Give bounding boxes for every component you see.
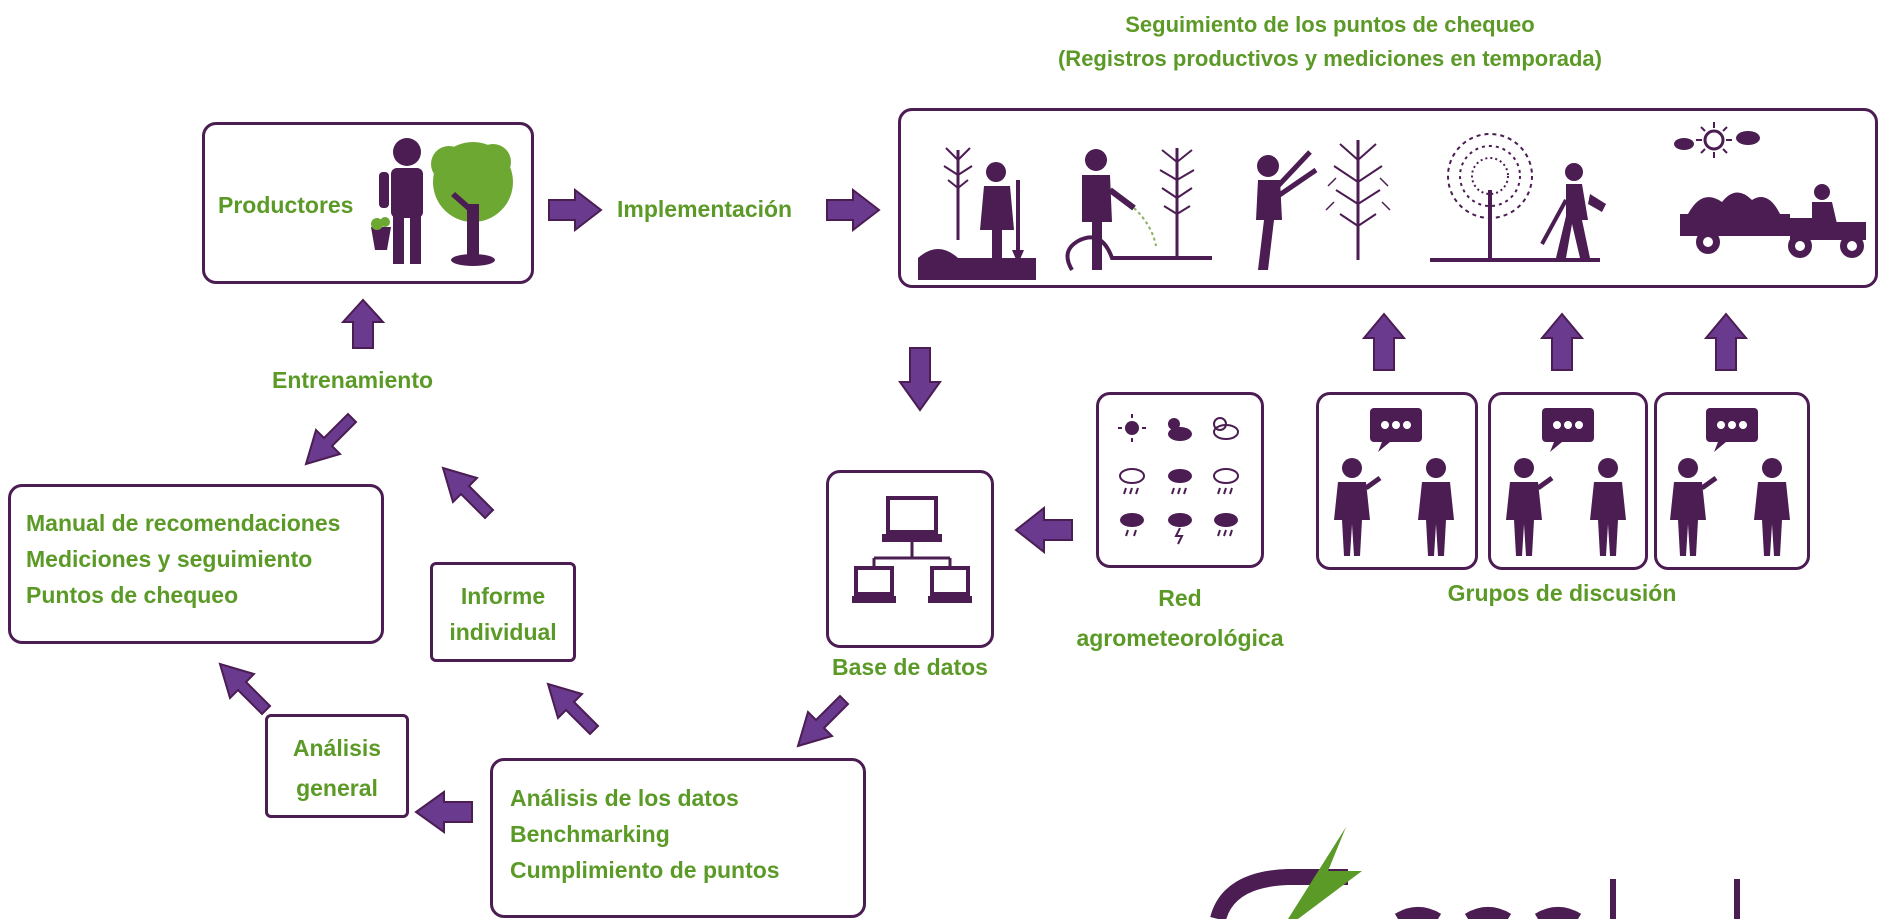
- pruning-icon: [1256, 140, 1391, 270]
- manual-line-3: Puntos de chequeo: [26, 582, 239, 608]
- arrow-down-to-base: [898, 347, 942, 412]
- planting-icon: [918, 147, 1036, 280]
- harvest-tractor-icon: [1674, 122, 1866, 258]
- productores-label: Productores: [218, 192, 354, 218]
- arrow-up-group-3: [1704, 312, 1748, 371]
- analisis-datos-line-1: Análisis de los datos: [510, 785, 739, 811]
- top-caption: Seguimiento de los puntos de chequeo (Re…: [1000, 8, 1660, 76]
- arrow-base-to-analisis: [796, 694, 850, 748]
- arrow-up-group-1: [1362, 312, 1406, 371]
- weather-icons: [1118, 414, 1239, 545]
- informe-label: Informe individual: [432, 578, 574, 650]
- grupos-label: Grupos de discusión: [1447, 580, 1677, 606]
- red-line1: Red: [1158, 585, 1202, 611]
- red-line2: agrometeorológica: [1076, 625, 1284, 651]
- manual-line-2: Mediciones y seguimiento: [26, 546, 313, 572]
- irrigation-icon: [1065, 148, 1212, 272]
- analisis-general-label: Análisis general: [267, 728, 407, 808]
- farmer-tree-icon: [371, 138, 513, 266]
- analisis-datos-line-2: Benchmarking: [510, 821, 670, 847]
- analisis-datos-box: [490, 758, 866, 918]
- analisis-general-line2: general: [296, 775, 378, 801]
- analisis-general-box: [265, 714, 409, 818]
- arrow-to-seguimiento: [826, 188, 881, 232]
- arrow-datos-to-informe: [546, 682, 600, 736]
- manual-text: Manual de recomendaciones Mediciones y s…: [26, 505, 340, 613]
- informe-line2: individual: [449, 619, 557, 645]
- discussion-group-icon: [1334, 408, 1454, 556]
- top-caption-line2: (Registros productivos y mediciones en t…: [1057, 46, 1602, 71]
- arrow-up-to-productores: [341, 298, 385, 349]
- manual-line-1: Manual de recomendaciones: [26, 510, 341, 536]
- entrenamiento-label: Entrenamiento: [272, 367, 434, 393]
- discussion-group-icon: [1506, 408, 1626, 556]
- arrow-red-to-base: [1014, 506, 1073, 554]
- logo-fragment: [1210, 827, 1740, 919]
- base-datos-label: Base de datos: [832, 654, 988, 680]
- manual-box: [8, 484, 384, 644]
- analisis-datos-text: Análisis de los datos Benchmarking Cumpl…: [510, 780, 780, 888]
- informe-line1: Informe: [460, 583, 546, 609]
- red-label: Red agrometeorológica: [1060, 578, 1300, 658]
- analisis-datos-line-3: Cumplimiento de puntos: [510, 857, 780, 883]
- implementacion-label: Implementación: [617, 196, 793, 222]
- arrow-general-to-manual: [218, 662, 272, 716]
- arrow-to-implementacion: [548, 188, 603, 232]
- analisis-general-line1: Análisis: [292, 735, 382, 761]
- arrow-datos-to-general: [414, 790, 473, 834]
- top-caption-line1: Seguimiento de los puntos de chequeo: [1125, 12, 1535, 37]
- informe-box: [430, 562, 576, 662]
- seguimiento-box: [898, 108, 1878, 288]
- arrow-to-manual: [304, 412, 358, 466]
- arrow-up-group-2: [1540, 312, 1584, 371]
- arrow-informe-to-entrenamiento: [441, 466, 495, 520]
- discussion-group-icon: [1670, 408, 1790, 556]
- leaf-blower-icon: [1430, 133, 1606, 262]
- network-icon: [852, 496, 972, 603]
